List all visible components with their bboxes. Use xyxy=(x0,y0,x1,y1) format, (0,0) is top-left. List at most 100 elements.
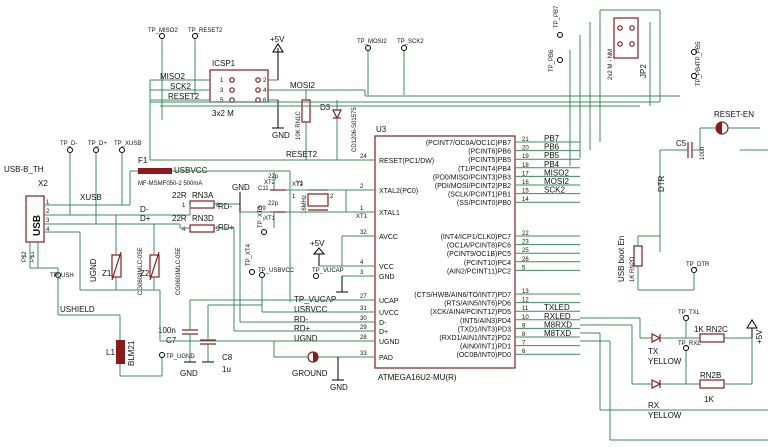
mcu-pin-label: (INT4/ICP1/CLK0)PC7 xyxy=(441,234,512,241)
usb-pin-4: 4 xyxy=(46,227,50,233)
rn3d-ref: RN3D xyxy=(192,214,214,223)
net-reset2: RESET2 xyxy=(286,150,318,159)
tp-sck2-symbol xyxy=(401,45,407,51)
jp2-value: 2x2 M - NM xyxy=(608,49,614,80)
mcu-pin-net: MOSI2 xyxy=(544,177,569,186)
top-testpoints: TP_MISO2 TP_RESET2 TP_MOSI2 TP_SCK2 xyxy=(148,28,424,120)
mcu-u3: U3 ATMEGA16U2-MU(R) RESET(PC1/DW)24XTAL2… xyxy=(355,125,580,382)
c5-value: 100n xyxy=(700,147,706,160)
led-vcc-label: +5V xyxy=(755,329,764,344)
mcu-pin-label: (XCK/AIN4/PCINT12)PD5 xyxy=(430,309,511,316)
mcu-pin-label: D- xyxy=(379,320,387,327)
mcu-pin-net: PB5 xyxy=(544,151,560,160)
mcu-pin-label: VCC xyxy=(379,264,394,271)
mcu-pin-number: 26 xyxy=(522,257,529,263)
tp-mosi2-label: TP_MOSI2 xyxy=(357,39,387,45)
mcu-pin-label: (CTS/HWB/AIN6/TO/INT7)PD7 xyxy=(414,292,511,299)
serial-lines xyxy=(580,332,768,441)
usb-connector-x2: USB-B_TH X2 USB 1 2 3 4 P$2 P$1 xyxy=(4,165,58,269)
tp-xt4-label: TP_XT4 xyxy=(246,243,252,266)
l1-ref: L1 xyxy=(106,348,115,357)
mcu-left-nets: TP_VUCAP USBVCC RD- RD+ UGND xyxy=(159,171,375,343)
led-vcc: +5V xyxy=(746,319,764,344)
vcc-top-label: +5V xyxy=(270,35,285,44)
mcu-pin-net: M8RXD xyxy=(544,320,572,329)
mcu-pin-number: 24 xyxy=(360,154,367,160)
icsp-gnd-label: GND xyxy=(272,131,290,140)
c7-value: 100n xyxy=(158,326,176,335)
mcu-power: +5V xyxy=(310,235,375,293)
icsp-pin-number: 6 xyxy=(263,98,267,104)
tp-dtr-symbol xyxy=(691,267,697,273)
net-ugnd-vertical: UGND xyxy=(89,258,98,282)
tp-pb5-label: TP_PB5 xyxy=(696,41,702,64)
tx-led-color: YELLOW xyxy=(648,357,682,366)
tp-reset2-symbol xyxy=(192,33,198,39)
usb-connector-label: USB xyxy=(32,215,43,236)
tp-xt3-symbol xyxy=(261,229,267,235)
tp-miso2-symbol xyxy=(159,33,165,39)
tp-pb4-symbol xyxy=(691,73,697,79)
mcu-pin-label: (OC1A/PCINT8)PC6 xyxy=(447,243,511,250)
rn3a-ref: RN3A xyxy=(192,191,214,200)
mcu-pin-net: RXLED xyxy=(544,312,571,321)
tp-txl-label: TP_TXL xyxy=(678,310,701,316)
vcc-top: +5V xyxy=(270,35,285,80)
mcu-pin-label: UGND xyxy=(379,339,400,346)
usb-connector-ref: X2 xyxy=(38,179,48,188)
mcu-pin-number: 28 xyxy=(360,335,367,341)
net-usbvcc-mcu: USBVCC xyxy=(294,305,328,314)
d3-diode: D3 CD1206-S01575 xyxy=(320,100,358,160)
mcu-pin-label: (SCLK/PCINT1)PB1 xyxy=(448,192,511,199)
mcu-pin-net: MISO2 xyxy=(544,168,569,177)
rn3d-pin-4: 4 xyxy=(182,227,186,233)
tp-reset2-label: TP_RESET2 xyxy=(188,28,223,34)
varistors: Z1 CG0603MLC-05E Z2 CG0603MLC-05E UGND xyxy=(44,215,182,295)
tp-mosi2-symbol xyxy=(365,45,371,51)
crystal-y1: Y1 1 2 16MHz XT2 XT1 XT2 XT1 C11 22p C9 … xyxy=(232,172,375,228)
tp-ugnd-symbol xyxy=(159,352,165,358)
z1-value: CG0603MLC-05E xyxy=(138,247,144,295)
xt-label-3: XT2 xyxy=(264,180,276,186)
y1-pin-1: 1 xyxy=(292,194,296,200)
tp-pb6-symbol xyxy=(557,57,563,63)
mcu-pin-number: 3 xyxy=(360,270,364,276)
rn2d-label: 1K RN2D xyxy=(630,256,636,282)
mcu-pin-number: 5 xyxy=(522,265,526,271)
tp-vucap-symbol xyxy=(313,273,319,279)
rn1c-resistor: 10K RN1C xyxy=(296,90,311,160)
mcu-pin-label: (AIN2/PCINT11)PC2 xyxy=(447,268,511,275)
tp-pb4-label: TP_PB4 xyxy=(696,63,702,86)
mcu-pin-number: 31 xyxy=(360,306,367,312)
net-rdminus-mcu: RD- xyxy=(294,315,309,324)
tp-xusb-label: TP_XUSB xyxy=(114,141,141,147)
mcu-pin-label: UCAP xyxy=(379,298,399,305)
usb-connector-name: USB-B_TH xyxy=(4,165,44,174)
mid-testpoints: TP_XT4 TP_XT3 TP_USBVCC TP_VUCAP xyxy=(246,205,344,279)
mcu-pin-label: (RXD1/AIN1/INT2)PD2 xyxy=(439,335,511,342)
usb-boot-label: USB boot En xyxy=(617,236,626,282)
rn3d-value: 22R xyxy=(172,214,187,223)
mcu-pin-net: SCK2 xyxy=(544,186,565,195)
rx-led-ref: RX xyxy=(648,401,660,410)
xt-label-1: XT2 xyxy=(292,182,304,188)
tp-rxl-label: TP_RXL xyxy=(678,341,701,347)
mcu-pin-label: (AIN0/INT1)PD1 xyxy=(460,344,511,351)
mcu-pin-number: 29 xyxy=(360,325,367,331)
tp-dminus-symbol xyxy=(67,147,73,153)
tx-led: TX YELLOW TP_TXL 1K RN2C xyxy=(580,310,752,366)
reset-en-jumper: RESET-EN xyxy=(700,110,760,135)
mcu-pin-label: (PCINT5)PB5 xyxy=(468,157,511,164)
crystal-gnd: GND xyxy=(232,183,250,192)
mcu-pin-label: (PCINT10)PC4 xyxy=(464,260,511,267)
z2-value: CG0603MLC-05E xyxy=(176,247,182,295)
mcu-pin-label: D+ xyxy=(379,329,388,336)
mcu-pin-number: 6 xyxy=(522,349,526,355)
c8-ref: C8 xyxy=(222,353,233,362)
c8-value: 1u xyxy=(222,365,231,374)
mcu-pin-number: 32 xyxy=(360,230,367,236)
c7-gnd: GND xyxy=(180,369,198,378)
mcu-vcc-label: +5V xyxy=(310,239,325,248)
